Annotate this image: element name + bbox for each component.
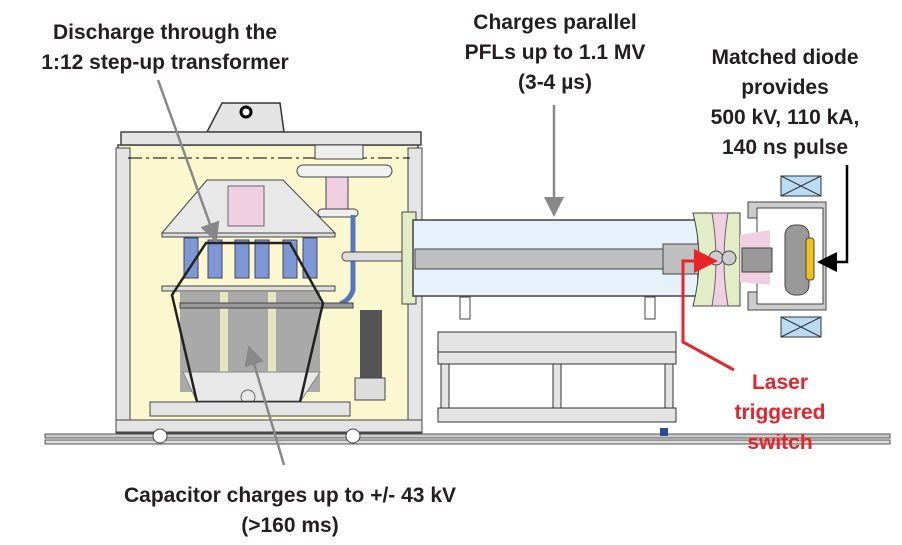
wheel — [152, 428, 168, 444]
magnetic-coil-bottom — [780, 316, 822, 338]
label-line: 1:12 step-up transformer — [41, 51, 289, 74]
support-table — [437, 296, 677, 436]
switch-pointer — [681, 249, 735, 372]
label-line: Laser — [751, 371, 809, 394]
label-line: Capacitor charges up to +/- 43 kV — [123, 484, 457, 507]
label-line: 500 kV, 110 kA, — [710, 106, 860, 129]
pfl-label: Charges parallel PFLs up to 1.1 MV (3-4 … — [445, 8, 665, 98]
matched-diode — [740, 175, 827, 338]
label-line: triggered — [734, 401, 826, 424]
pulse-forming-line — [401, 211, 704, 305]
label-line: Discharge through the — [52, 21, 278, 44]
capacitor-pointer — [244, 345, 286, 466]
label-line: Matched diode — [711, 46, 859, 69]
label-line: PFLs up to 1.1 MV — [464, 41, 646, 64]
switch-label: Laser triggered switch — [720, 368, 840, 458]
diode-pointer — [817, 165, 849, 272]
label-line: (3-4 µs) — [518, 71, 592, 94]
label-line: (>160 ms) — [241, 514, 339, 537]
capacitor-cabinet — [115, 102, 423, 444]
transformer-pointer — [156, 79, 220, 243]
transformer-label: Discharge through the 1:12 step-up trans… — [30, 18, 300, 78]
magnetic-coil-top — [780, 175, 822, 197]
label-line: Charges parallel — [473, 11, 637, 34]
label-line: provides — [741, 76, 829, 99]
label-line: 140 ns pulse — [721, 136, 849, 159]
wheel — [345, 428, 361, 444]
capacitor-label: Capacitor charges up to +/- 43 kV (>160 … — [90, 481, 490, 541]
diode-label: Matched diode provides 500 kV, 110 kA, 1… — [690, 43, 880, 163]
floor-rail — [44, 433, 891, 445]
label-line: switch — [747, 431, 813, 454]
